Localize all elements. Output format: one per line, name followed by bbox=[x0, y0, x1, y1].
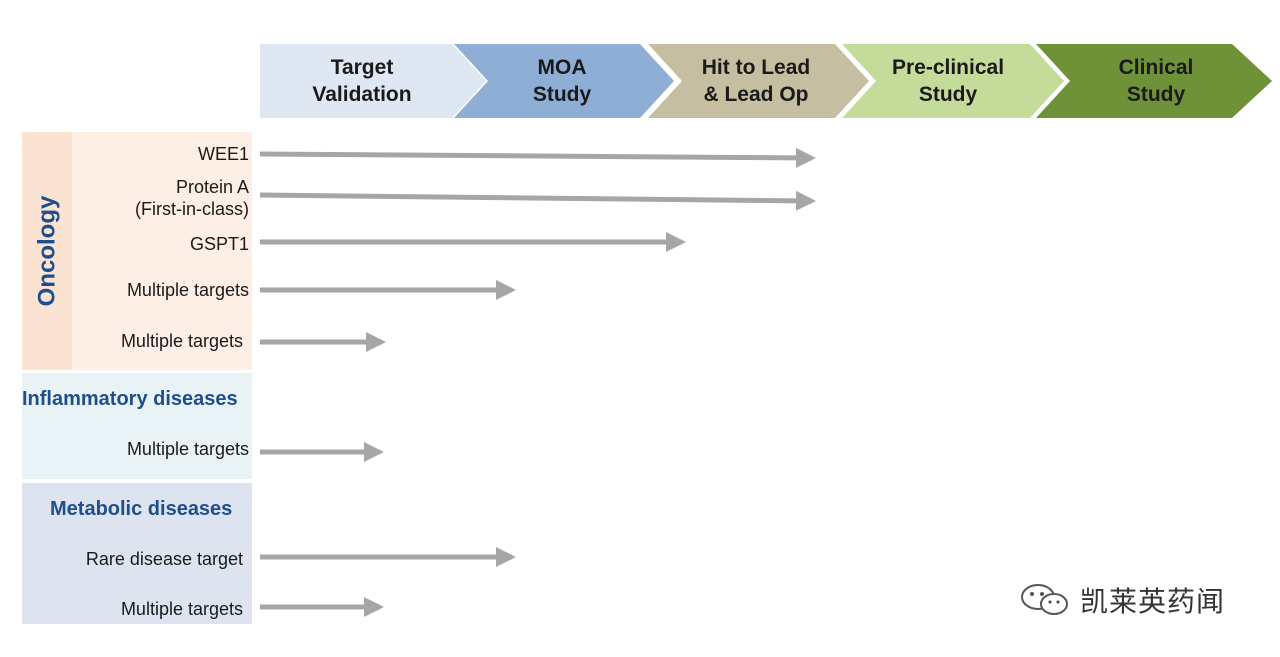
metabolic-group-label: Metabolic diseases bbox=[50, 498, 233, 520]
phase-chevron-moa-study bbox=[454, 44, 674, 118]
row-label-gspt1: GSPT1 bbox=[189, 234, 249, 254]
row-label-metabolic-multiple: Multiple targets bbox=[120, 599, 243, 619]
phase-chevron-target-validation bbox=[260, 44, 486, 118]
phase-label-pre-clinical: Pre-clinical Study bbox=[891, 56, 1005, 106]
row-label-rare-disease: Rare disease target bbox=[85, 549, 243, 569]
phase-chevron-clinical bbox=[1036, 44, 1272, 118]
inflammatory-panel bbox=[22, 373, 252, 479]
phase-label-moa-study: MOA Study bbox=[532, 56, 592, 106]
row-label-inflammatory-multiple: Multiple targets bbox=[126, 439, 249, 459]
oncology-panel bbox=[72, 132, 252, 370]
arrow-wee1 bbox=[259, 147, 816, 168]
phase-header bbox=[260, 44, 1272, 118]
arrow-protein-a bbox=[259, 190, 816, 211]
metabolic-panel bbox=[22, 483, 252, 624]
row-label-wee1: WEE1 bbox=[197, 144, 249, 164]
phase-label-target-validation: Target Validation bbox=[312, 56, 412, 106]
row-label-protein-a: Protein A (First-in-class) bbox=[135, 177, 249, 219]
watermark-text: 凯莱英药闻 bbox=[1080, 586, 1226, 617]
row-label-oncology-multiple-1: Multiple targets bbox=[126, 280, 249, 300]
row-label-oncology-multiple-2: Multiple targets bbox=[120, 331, 243, 351]
phase-chevron-hit-to-lead bbox=[648, 44, 869, 118]
wechat-icon bbox=[1021, 584, 1068, 615]
phase-label-hit-to-lead: Hit to Lead & Lead Op bbox=[701, 56, 811, 106]
inflammatory-group-label: Inflammatory diseases bbox=[22, 388, 238, 410]
watermark: 凯莱英药闻 bbox=[1018, 580, 1225, 620]
phase-label-clinical: Clinical Study bbox=[1118, 56, 1194, 106]
oncology-label-panel bbox=[22, 132, 72, 370]
phase-chevron-pre-clinical bbox=[842, 44, 1064, 118]
